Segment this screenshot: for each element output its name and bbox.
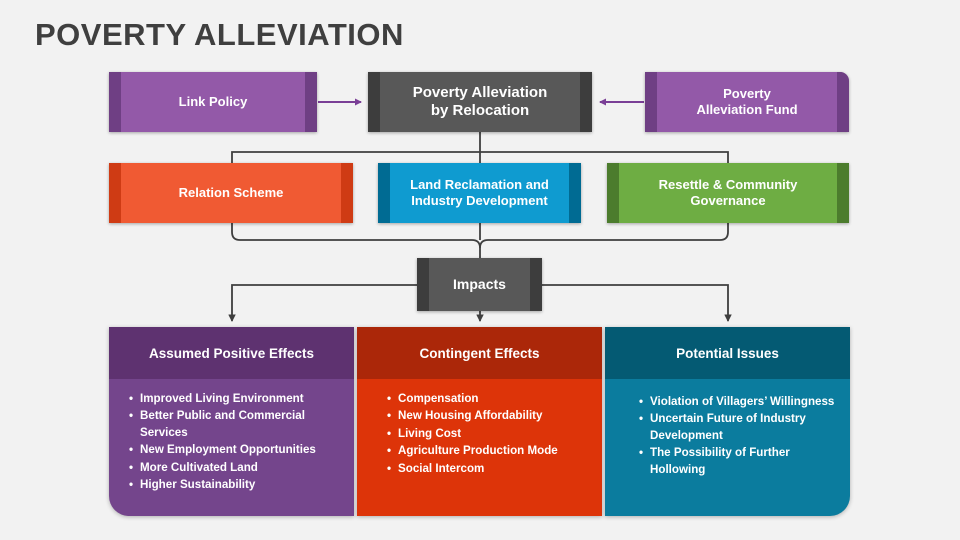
box-land-label: Land Reclamation and Industry Developmen… xyxy=(394,177,565,209)
box-poverty-alleviation-fund[interactable]: Poverty Alleviation Fund xyxy=(645,72,849,132)
box-land-reclamation-and-industry-development[interactable]: Land Reclamation and Industry Developmen… xyxy=(378,163,581,223)
panel-item-list: Improved Living Environment Better Publi… xyxy=(129,391,340,494)
box-fund-label-line2: Alleviation Fund xyxy=(696,102,798,117)
box-resettle-label: Resettle & Community Governance xyxy=(643,177,814,209)
list-item: Agriculture Production Mode xyxy=(387,443,588,460)
box-cap-right xyxy=(530,258,542,311)
panel-contingent-effects[interactable]: Contingent Effects Compensation New Hous… xyxy=(357,327,602,516)
list-item: More Cultivated Land xyxy=(129,460,340,477)
box-cap-left xyxy=(607,163,619,223)
box-cap-right xyxy=(580,72,592,132)
box-cap-right xyxy=(569,163,581,223)
box-relation-scheme-label: Relation Scheme xyxy=(178,185,284,201)
list-item: New Employment Opportunities xyxy=(129,442,340,459)
page-title: POVERTY ALLEVIATION xyxy=(35,17,404,52)
box-cap-right xyxy=(341,163,353,223)
list-item: The Possibility of Further Hollowing xyxy=(639,445,836,478)
list-item: Living Cost xyxy=(387,426,588,443)
merge-connector-to-impacts xyxy=(231,223,729,258)
box-fund-label-line1: Poverty xyxy=(723,86,771,102)
panel-assumed-positive-effects[interactable]: Assumed Positive Effects Improved Living… xyxy=(109,327,354,516)
box-link-policy[interactable]: Link Policy xyxy=(109,72,317,132)
box-link-policy-label: Link Policy xyxy=(178,94,248,110)
box-resettle-label-line2: Governance xyxy=(690,193,766,208)
panel-body: Compensation New Housing Affordability L… xyxy=(357,379,602,478)
panel-body: Improved Living Environment Better Publi… xyxy=(109,379,354,494)
box-cap-right xyxy=(837,72,849,132)
tree-connector-top xyxy=(231,132,729,163)
box-cap-left xyxy=(378,163,390,223)
panel-header: Assumed Positive Effects xyxy=(109,327,354,379)
panel-potential-issues[interactable]: Potential Issues Violation of Villagers’… xyxy=(605,327,850,516)
box-cap-left xyxy=(417,258,429,311)
panel-body: Violation of Villagers’ Willingness Unce… xyxy=(605,379,850,478)
box-main-label-line1: Poverty Alleviation xyxy=(412,83,548,101)
list-item: Compensation xyxy=(387,391,588,408)
list-item: New Housing Affordability xyxy=(387,408,588,425)
list-item: Higher Sustainability xyxy=(129,477,340,494)
panel-header: Potential Issues xyxy=(605,327,850,379)
box-fund-label: Poverty Alleviation Fund xyxy=(680,86,813,118)
box-cap-left xyxy=(109,163,121,223)
box-cap-right xyxy=(837,163,849,223)
box-resettle-and-community-governance[interactable]: Resettle & Community Governance xyxy=(607,163,849,223)
box-land-label-line2: Industry Development xyxy=(411,193,548,208)
box-cap-left xyxy=(368,72,380,132)
box-cap-left xyxy=(645,72,657,132)
box-impacts-label: Impacts xyxy=(453,275,506,292)
box-cap-right xyxy=(305,72,317,132)
split-connector-to-panels xyxy=(228,284,732,322)
box-land-label-line1: Land Reclamation and xyxy=(410,177,549,193)
box-cap-left xyxy=(109,72,121,132)
box-resettle-label-line1: Resettle & Community xyxy=(658,177,798,193)
list-item: Improved Living Environment xyxy=(129,391,340,408)
list-item: Violation of Villagers’ Willingness xyxy=(639,394,836,411)
panel-header: Contingent Effects xyxy=(357,327,602,379)
list-item: Uncertain Future of Industry Development xyxy=(639,411,836,444)
panel-item-list: Violation of Villagers’ Willingness Unce… xyxy=(639,394,836,478)
box-relation-scheme[interactable]: Relation Scheme xyxy=(109,163,353,223)
box-poverty-alleviation-by-relocation[interactable]: Poverty Alleviation by Relocation xyxy=(368,72,592,132)
box-main-label-line2: by Relocation xyxy=(430,102,530,119)
list-item: Better Public and Commercial Services xyxy=(129,408,340,441)
list-item: Social Intercom xyxy=(387,461,588,478)
panel-item-list: Compensation New Housing Affordability L… xyxy=(387,391,588,478)
box-main-label: Poverty Alleviation by Relocation xyxy=(397,84,564,121)
box-impacts[interactable]: Impacts xyxy=(417,258,542,311)
